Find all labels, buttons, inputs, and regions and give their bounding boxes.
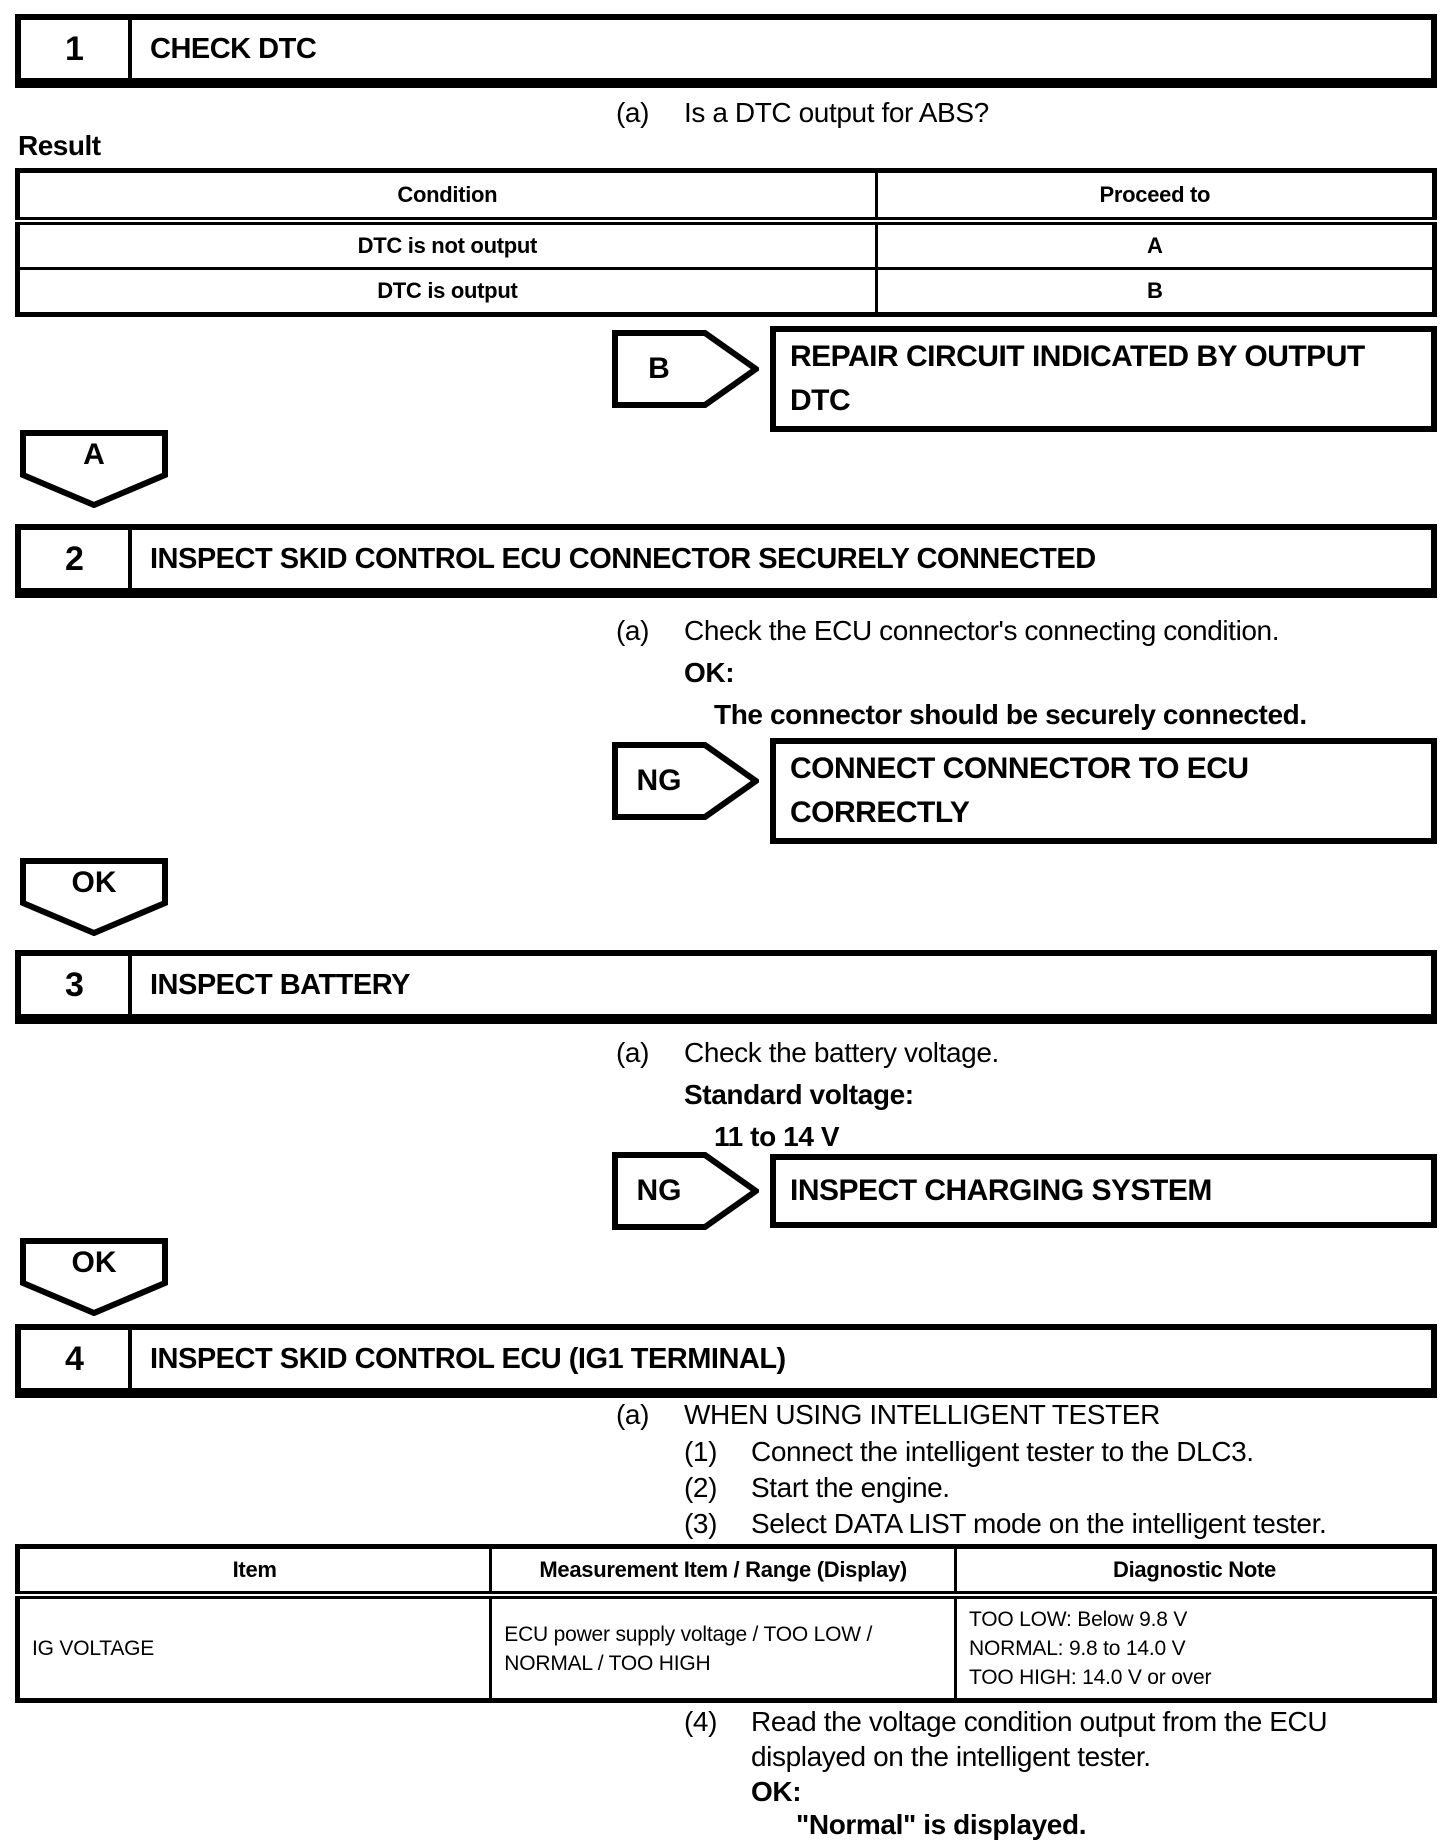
- substep-text: Select DATA LIST mode on the intelligent…: [751, 1508, 1327, 1539]
- diagnostic-line: NORMAL: 9.8 to 14.0 V: [969, 1637, 1186, 1660]
- right-arrow-pentagon-icon: [612, 742, 759, 820]
- connector-ok: OK: [20, 858, 168, 936]
- step-1-number: 1: [21, 20, 132, 78]
- instruction-line: (a) Is a DTC output for ABS?: [616, 96, 989, 129]
- item-value: IG VOLTAGE: [32, 1637, 155, 1660]
- step-3-title: INSPECT BATTERY: [150, 968, 410, 1001]
- down-arrow-pentagon-icon: [20, 430, 168, 508]
- connect-connector-result-box: CONNECT CONNECTOR TO ECU CORRECTLY: [770, 738, 1437, 844]
- step-4-number: 4: [21, 1330, 132, 1388]
- proceed-cell: A: [874, 219, 1437, 270]
- repair-circuit-result-box: REPAIR CIRCUIT INDICATED BY OUTPUT DTC: [770, 326, 1437, 432]
- measurement-cell: ECU power supply voltage / TOO LOW / NOR…: [489, 1593, 958, 1702]
- item-header-cell: Item: [15, 1545, 493, 1599]
- result-box-line: DTC: [790, 384, 851, 417]
- connector-a: A: [20, 430, 168, 508]
- list-marker: (a): [616, 1399, 650, 1430]
- list-marker: (4): [684, 1706, 718, 1737]
- instruction-text: Check the ECU connector's connecting con…: [684, 615, 1280, 646]
- condition-cell: DTC is not output: [16, 219, 878, 270]
- condition-cell: DTC is output: [16, 267, 878, 316]
- data-list-table: Item Measurement Item / Range (Display) …: [15, 1544, 1437, 1703]
- result-box-line: CONNECT CONNECTOR TO ECU: [790, 752, 1249, 785]
- table-header-row: Condition Proceed to: [16, 169, 1437, 225]
- diagnostic-line: TOO HIGH: 14.0 V or over: [969, 1666, 1212, 1689]
- substep-text: Read the voltage condition output from t…: [751, 1706, 1328, 1737]
- measurement-line: ECU power supply voltage / TOO LOW /: [504, 1622, 873, 1646]
- table-row: IG VOLTAGE ECU power supply voltage / TO…: [15, 1593, 1436, 1702]
- measurement-line: NORMAL / TOO HIGH: [504, 1651, 711, 1675]
- table-row: DTC is not output A: [16, 219, 1437, 270]
- ok-criteria-text: The connector should be securely connect…: [714, 699, 1307, 730]
- flow-tag-ng-label: NG: [636, 1174, 682, 1207]
- list-marker: (3): [684, 1508, 718, 1539]
- step-2-title: INSPECT SKID CONTROL ECU CONNECTOR SECUR…: [150, 542, 1096, 575]
- step-3-header: 3 INSPECT BATTERY: [15, 950, 1437, 1024]
- ok-criteria-label: OK:: [751, 1776, 802, 1807]
- down-arrow-pentagon-icon: [20, 858, 168, 936]
- result-box-line: REPAIR CIRCUIT INDICATED BY OUTPUT: [790, 340, 1365, 373]
- substep-continuation: displayed on the intelligent tester.: [751, 1741, 1151, 1772]
- diagnostic-cell: TOO LOW: Below 9.8 V NORMAL: 9.8 to 14.0…: [954, 1593, 1436, 1702]
- step-4-title: INSPECT SKID CONTROL ECU (IG1 TERMINAL): [150, 1342, 786, 1375]
- diagnostic-header-cell: Diagnostic Note: [954, 1545, 1436, 1599]
- flow-tag-b-label: B: [648, 352, 670, 385]
- result-heading: Result: [18, 130, 101, 161]
- flow-tag-ng-label: NG: [636, 764, 682, 797]
- list-marker: (2): [684, 1472, 718, 1503]
- ok-criteria-text: "Normal" is displayed.: [796, 1809, 1087, 1840]
- instruction-text: Is a DTC output for ABS?: [684, 97, 989, 128]
- down-arrow-pentagon-icon: [20, 1238, 168, 1316]
- instruction-text: Check the battery voltage.: [684, 1037, 999, 1068]
- instruction-line: (a) Check the battery voltage.: [616, 1036, 999, 1069]
- result-box-line: INSPECT CHARGING SYSTEM: [790, 1174, 1212, 1207]
- proceed-cell: B: [874, 267, 1437, 316]
- substep-text: Connect the intelligent tester to the DL…: [751, 1436, 1254, 1467]
- substep-line: (3) Select DATA LIST mode on the intellig…: [684, 1507, 1327, 1540]
- step-4-header: 4 INSPECT SKID CONTROL ECU (IG1 TERMINAL…: [15, 1324, 1437, 1398]
- standard-voltage-label: Standard voltage:: [684, 1079, 914, 1110]
- measurement-header-cell: Measurement Item / Range (Display): [489, 1545, 958, 1599]
- flow-tag-b: B: [612, 330, 759, 408]
- instruction-text: WHEN USING INTELLIGENT TESTER: [684, 1399, 1160, 1430]
- step-2-header: 2 INSPECT SKID CONTROL ECU CONNECTOR SEC…: [15, 524, 1437, 598]
- list-marker: (1): [684, 1436, 718, 1467]
- list-marker: (a): [616, 1037, 650, 1068]
- step-1-title: CHECK DTC: [150, 32, 317, 65]
- step-2-number: 2: [21, 530, 132, 588]
- substep-line: (2) Start the engine.: [684, 1471, 950, 1504]
- standard-voltage-value: 11 to 14 V: [714, 1121, 840, 1152]
- flow-tag-ng: NG: [612, 742, 759, 820]
- flow-tag-ng: NG: [612, 1152, 759, 1230]
- diagnostic-line: TOO LOW: Below 9.8 V: [969, 1608, 1188, 1631]
- instruction-line: (a) WHEN USING INTELLIGENT TESTER: [616, 1398, 1160, 1431]
- item-cell: IG VOLTAGE: [15, 1593, 493, 1702]
- inspect-charging-result-box: INSPECT CHARGING SYSTEM: [770, 1154, 1437, 1228]
- connector-ok: OK: [20, 1238, 168, 1316]
- list-marker: (a): [616, 615, 650, 646]
- connector-a-label: A: [83, 438, 105, 471]
- proceed-to-header-cell: Proceed to: [874, 169, 1437, 225]
- condition-header-cell: Condition: [16, 169, 878, 225]
- right-arrow-pentagon-icon: [612, 330, 759, 408]
- result-box-line: CORRECTLY: [790, 796, 970, 829]
- list-marker: (a): [616, 97, 650, 128]
- table-row: DTC is output B: [16, 267, 1437, 316]
- substep-text: Start the engine.: [751, 1472, 950, 1503]
- table-header-row: Item Measurement Item / Range (Display) …: [15, 1545, 1436, 1599]
- step-3-number: 3: [21, 956, 132, 1014]
- right-arrow-pentagon-icon: [612, 1152, 759, 1230]
- result-table: Condition Proceed to DTC is not output A…: [15, 168, 1437, 317]
- connector-ok-label: OK: [71, 1246, 117, 1279]
- substep-line: (1) Connect the intelligent tester to the…: [684, 1435, 1254, 1468]
- step-1-header: 1 CHECK DTC: [15, 14, 1437, 88]
- instruction-line: (a) Check the ECU connector's connecting …: [616, 614, 1280, 647]
- substep-line: (4) Read the voltage condition output fro…: [684, 1705, 1328, 1738]
- connector-ok-label: OK: [71, 866, 117, 899]
- ok-criteria-label: OK:: [684, 657, 735, 688]
